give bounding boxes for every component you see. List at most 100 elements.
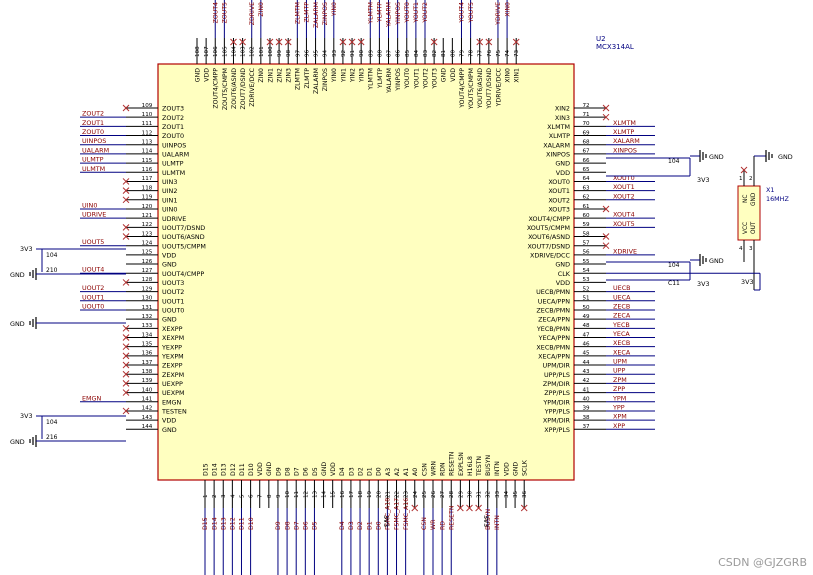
pin-number: 8 — [267, 494, 273, 498]
net-label: UPP — [613, 367, 626, 375]
pin-name: D1 — [367, 467, 374, 476]
pin-number: 132 — [142, 314, 153, 320]
no-connect-stroke — [602, 233, 610, 240]
pin-name: XPM/DIR — [543, 417, 571, 425]
no-connect-mark — [122, 352, 130, 360]
no-connect-stroke — [122, 380, 130, 387]
net-label: UECB — [613, 284, 631, 292]
right-pin-group: 72XIN271XIN370XLMTMXLMTM69XLMTPXLMTP68XA… — [527, 103, 655, 434]
pin-name: D7 — [294, 467, 301, 476]
pin-number: 117 — [142, 176, 153, 182]
pin-name: YEXPM — [161, 352, 184, 360]
pin-number: 61 — [582, 204, 590, 210]
pin-number: 113 — [142, 140, 153, 146]
pin-number: 63 — [582, 185, 590, 191]
net-label: WR — [430, 519, 437, 530]
cap-value: 210 — [46, 267, 58, 274]
power-label: GND — [709, 257, 724, 265]
no-connect-stroke — [122, 334, 130, 341]
pin-number: 37 — [582, 424, 590, 430]
crystal-pin-number: 1 — [739, 176, 743, 182]
pin-name: YOUT3 — [432, 68, 439, 90]
net-label: EMGN — [82, 394, 102, 402]
no-connect-stroke — [122, 233, 130, 240]
pin-name: GND — [512, 462, 519, 476]
pin-name: ZPM/DIR — [543, 380, 571, 388]
pin-name: XIN2 — [555, 105, 570, 113]
pin-name: XECA/PPN — [538, 352, 570, 360]
pin-number: 31 — [477, 490, 483, 498]
pin-number: 89 — [368, 49, 374, 57]
pin-number: 9 — [276, 494, 282, 498]
cap-value: C11 — [668, 280, 680, 287]
pin-name: XEXPP — [162, 325, 183, 333]
pin-name: A2 — [394, 468, 401, 476]
pin-number: 56 — [582, 250, 590, 256]
pin-number: 142 — [142, 406, 153, 412]
pin-name: UINPOS — [162, 141, 186, 149]
pin-number: 75 — [496, 49, 502, 57]
pin-number: 112 — [142, 130, 153, 136]
pin-name: XECB/PMN — [536, 343, 570, 351]
no-connect-stroke — [122, 389, 130, 396]
pin-name: H16L8 — [467, 456, 474, 476]
pin-name: YLMTM — [368, 68, 375, 91]
pin-number: 101 — [259, 46, 265, 57]
pin-number: 129 — [142, 286, 153, 292]
crystal-pin-name: NC — [743, 195, 749, 203]
pin-name: XLMTM — [547, 123, 570, 131]
net-label: YPP — [612, 403, 625, 411]
pin-name: ZOUT1 — [162, 123, 184, 131]
pin-name: YPM/DIR — [542, 398, 570, 406]
pin-number: 71 — [582, 112, 590, 118]
pin-number: 103 — [241, 46, 247, 57]
pin-number: 67 — [582, 149, 590, 155]
no-connect-mark — [602, 104, 610, 112]
pin-name: GND — [162, 261, 177, 269]
no-connect-stroke — [122, 370, 130, 378]
pin-number: 48 — [582, 323, 590, 329]
pin-number: 10 — [285, 490, 291, 498]
cap-value: 216 — [46, 434, 58, 441]
no-connect-mark — [520, 504, 528, 512]
support-circuit-group: 3V3GND1042103V3GND104216GND104GND3V3104G… — [10, 150, 793, 527]
bottom-pin-group: 1D15D152D14D143D13D134D12D125D11D116D10D… — [202, 451, 529, 575]
pin-name: D14 — [212, 463, 219, 476]
net-label: XPP — [613, 422, 625, 430]
pin-name: XOUT0 — [548, 178, 570, 186]
pin-name: YIN3 — [359, 68, 366, 83]
pin-name: XDRIVE/DCC — [530, 251, 571, 259]
pin-name: TESTEN — [161, 408, 187, 416]
no-connect-mark — [475, 504, 482, 512]
pin-number: 85 — [405, 49, 411, 57]
no-connect-mark — [411, 504, 419, 512]
pin-number: 80 — [450, 49, 456, 57]
ground-symbol — [765, 150, 773, 162]
pin-name: D15 — [202, 463, 209, 476]
pin-name: ZOUT2 — [162, 114, 184, 122]
